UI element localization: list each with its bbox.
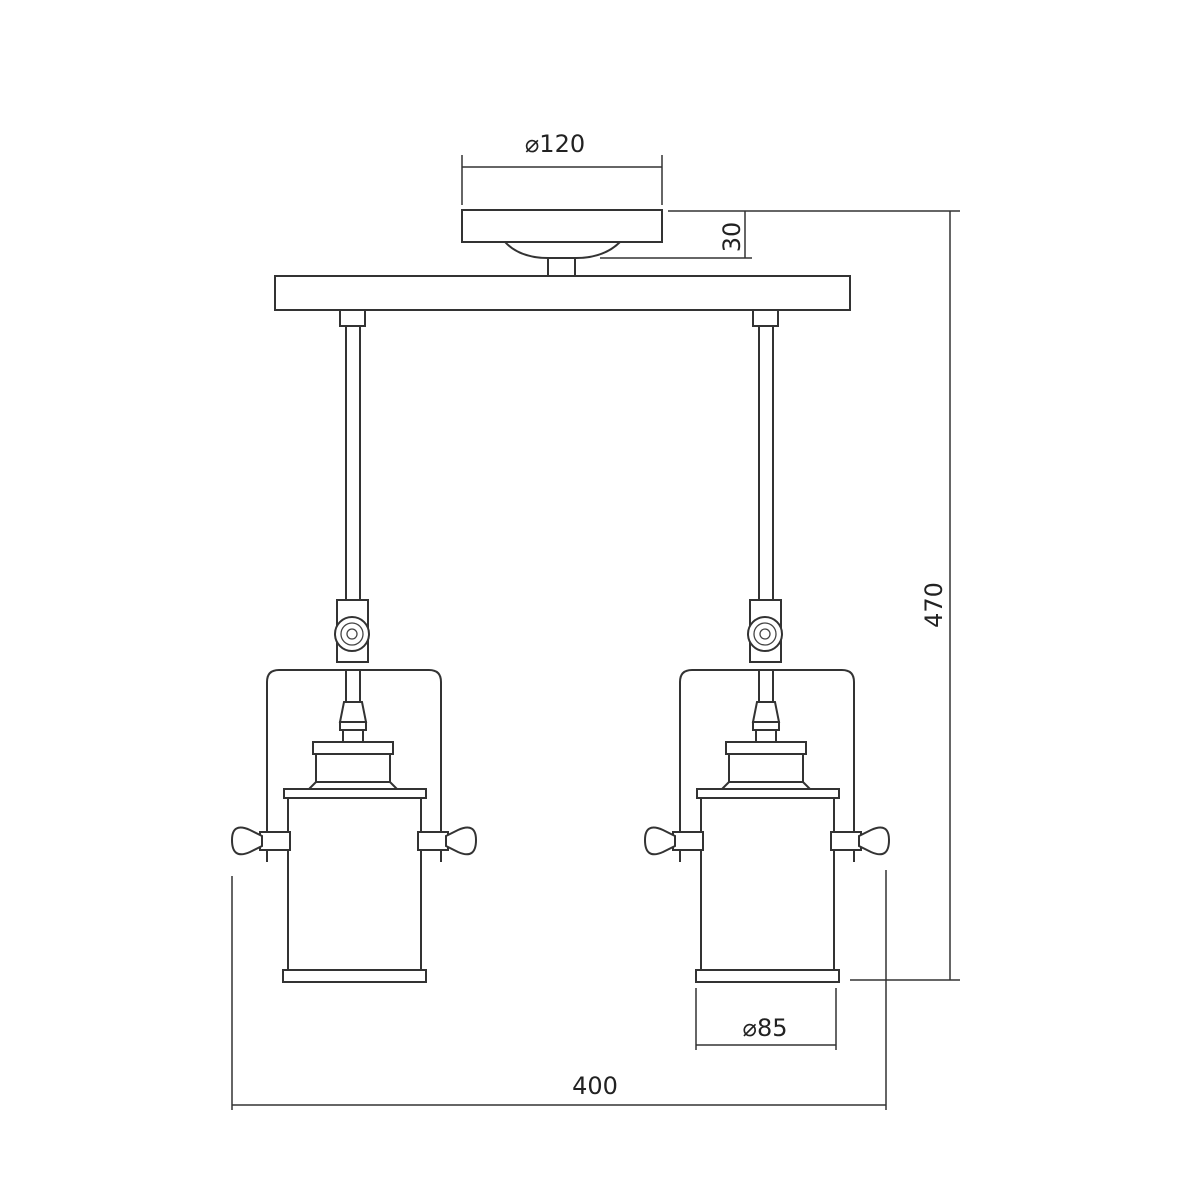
canopy-height-label: 30 [718, 222, 746, 253]
canopy [461, 209, 663, 277]
total-width-label: 400 [572, 1072, 618, 1100]
dimension-total-height: 470 [850, 211, 960, 981]
mounting-bar [274, 275, 851, 311]
dimension-canopy-diameter: ⌀120 [461, 130, 663, 205]
dimension-total-width: 400 [231, 870, 887, 1110]
spotlight-right [644, 309, 890, 983]
spotlight-left [231, 309, 477, 983]
shade-diameter-label: ⌀85 [743, 1014, 788, 1042]
dimension-shade-diameter: ⌀85 [695, 988, 837, 1050]
dimension-canopy-height: 30 [600, 210, 960, 259]
total-height-label: 470 [920, 582, 948, 628]
canopy-diameter-label: ⌀120 [525, 130, 585, 158]
